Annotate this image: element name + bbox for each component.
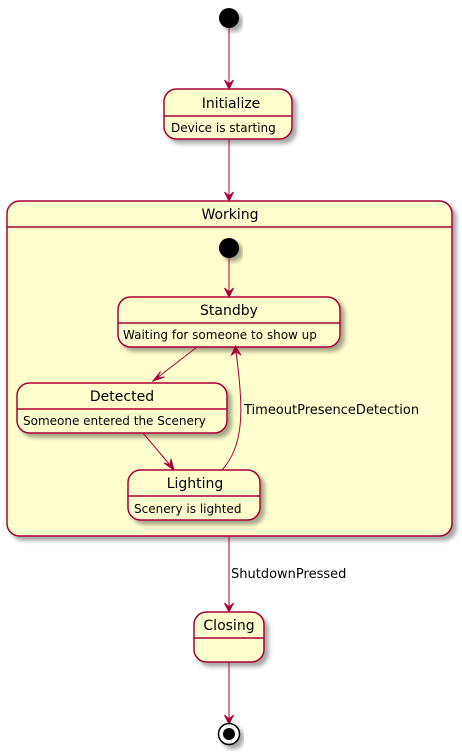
state-detected[interactable] xyxy=(16,382,228,434)
state-detected-title: Detected xyxy=(90,389,154,405)
state-standby-description: Waiting for someone to show up xyxy=(123,328,317,342)
state-lighting[interactable] xyxy=(127,469,261,521)
state-closing-title: Closing xyxy=(203,618,254,634)
state-lighting-description: Scenery is lighted xyxy=(134,502,241,516)
inner-initial-pseudostate xyxy=(219,238,239,258)
transition-working-to-closing xyxy=(224,536,234,614)
transition-initialize-to-working xyxy=(224,139,234,203)
initial-pseudostate xyxy=(219,8,239,28)
transition-start-to-initialize xyxy=(224,28,234,91)
transition-detected-to-lighting xyxy=(142,432,175,472)
state-lighting-title: Lighting xyxy=(167,476,224,492)
state-initialize[interactable] xyxy=(163,88,293,140)
transition-lighting-to-standby xyxy=(221,344,242,471)
state-detected-description: Someone entered the Scenery xyxy=(23,414,206,428)
state-initialize-title: Initialize xyxy=(202,96,261,112)
transition-closing-to-final xyxy=(224,662,234,726)
state-working-title: Working xyxy=(201,207,258,223)
transition-shutdown-label: ShutdownPressed xyxy=(231,567,346,582)
state-standby-title: Standby xyxy=(200,303,258,319)
state-initialize-description: Device is starting xyxy=(171,121,276,135)
transition-standby-to-detected xyxy=(151,346,198,383)
transition-inner-start-to-standby xyxy=(224,258,234,299)
state-standby[interactable] xyxy=(117,296,341,348)
final-pseudostate xyxy=(217,722,241,746)
transition-timeout-label: TimeoutPresenceDetection xyxy=(243,403,419,418)
